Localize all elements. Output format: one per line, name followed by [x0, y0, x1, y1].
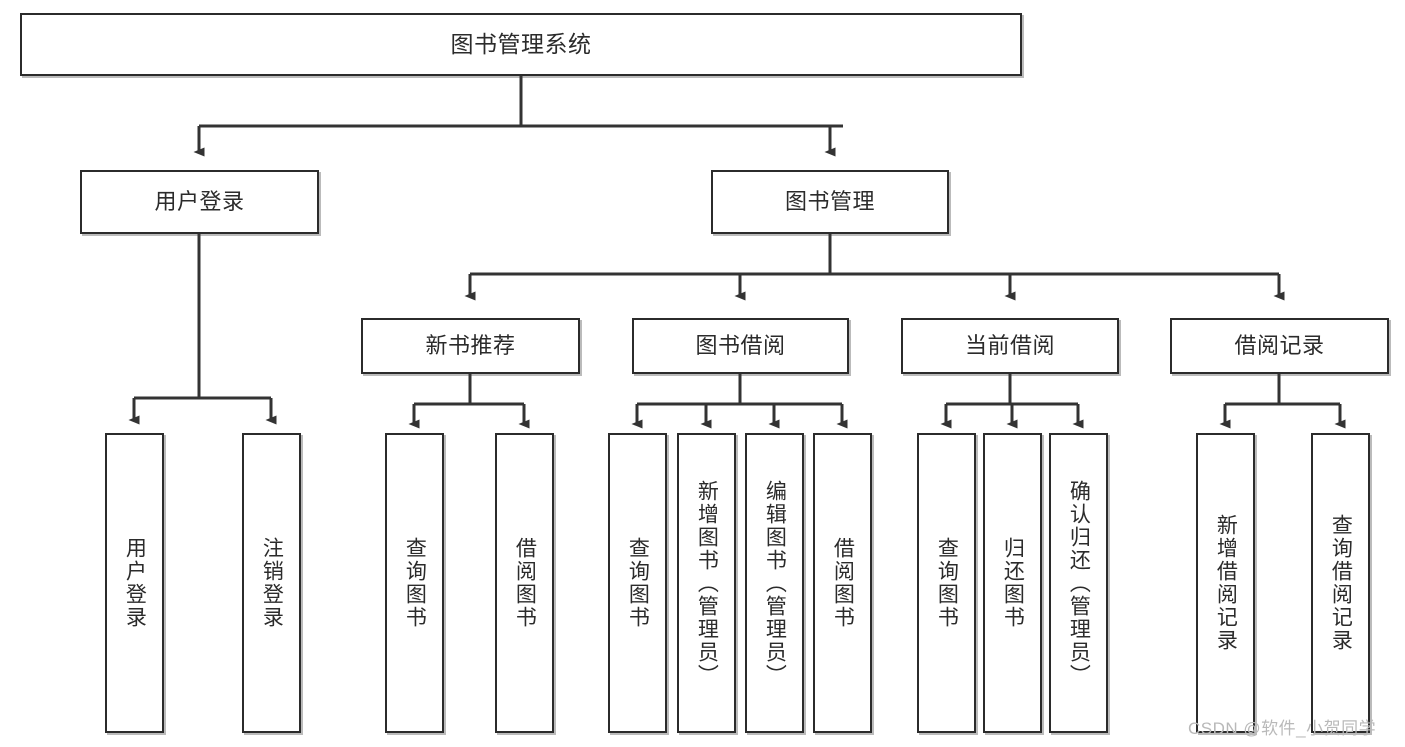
node-label: 新书推荐 [425, 333, 516, 359]
node-label: 查询图书 [935, 537, 959, 629]
node-leaf-query-book-3[interactable]: 查询图书 [917, 433, 976, 733]
node-label: 确认归还（管理员） [1067, 479, 1091, 687]
node-leaf-return-book[interactable]: 归还图书 [983, 433, 1042, 733]
node-leaf-borrow-book-2[interactable]: 借阅图书 [813, 433, 872, 733]
node-label: 当前借阅 [964, 333, 1055, 359]
node-leaf-query-book-2[interactable]: 查询图书 [608, 433, 667, 733]
csdn-watermark: CSDN @软件_小贺同学 [1188, 719, 1377, 738]
node-new-book-recommend[interactable]: 新书推荐 [361, 318, 580, 374]
node-label: 注销登录 [260, 537, 284, 629]
node-label: 新增借阅记录 [1214, 514, 1238, 652]
node-book-management[interactable]: 图书管理 [711, 170, 949, 234]
node-label: 查询图书 [403, 537, 427, 629]
node-leaf-logout[interactable]: 注销登录 [242, 433, 301, 733]
node-current-borrow[interactable]: 当前借阅 [901, 318, 1119, 374]
node-book-borrow[interactable]: 图书借阅 [632, 318, 849, 374]
node-user-login[interactable]: 用户登录 [80, 170, 319, 234]
node-borrow-record[interactable]: 借阅记录 [1170, 318, 1389, 374]
node-label: 借阅图书 [831, 537, 855, 629]
node-leaf-query-record[interactable]: 查询借阅记录 [1311, 433, 1370, 733]
node-label: 查询图书 [626, 537, 650, 629]
node-label: 编辑图书（管理员） [763, 479, 787, 687]
node-leaf-add-record[interactable]: 新增借阅记录 [1196, 433, 1255, 733]
node-leaf-query-book-1[interactable]: 查询图书 [385, 433, 444, 733]
node-label: 用户登录 [154, 189, 245, 215]
node-leaf-user-login[interactable]: 用户登录 [105, 433, 164, 733]
node-leaf-confirm-return[interactable]: 确认归还（管理员） [1049, 433, 1108, 733]
node-label: 归还图书 [1001, 537, 1025, 629]
node-leaf-borrow-book-1[interactable]: 借阅图书 [495, 433, 554, 733]
node-label: 查询借阅记录 [1329, 514, 1353, 652]
node-label: 用户登录 [123, 537, 147, 629]
node-label: 借阅图书 [513, 537, 537, 629]
node-label: 借阅记录 [1234, 333, 1325, 359]
node-leaf-edit-book[interactable]: 编辑图书（管理员） [745, 433, 804, 733]
node-label: 图书借阅 [695, 333, 786, 359]
node-root-system[interactable]: 图书管理系统 [20, 13, 1022, 76]
node-label: 新增图书（管理员） [695, 479, 719, 687]
node-label: 图书管理 [784, 189, 875, 215]
node-leaf-add-book[interactable]: 新增图书（管理员） [677, 433, 736, 733]
node-label: 图书管理系统 [450, 31, 592, 58]
